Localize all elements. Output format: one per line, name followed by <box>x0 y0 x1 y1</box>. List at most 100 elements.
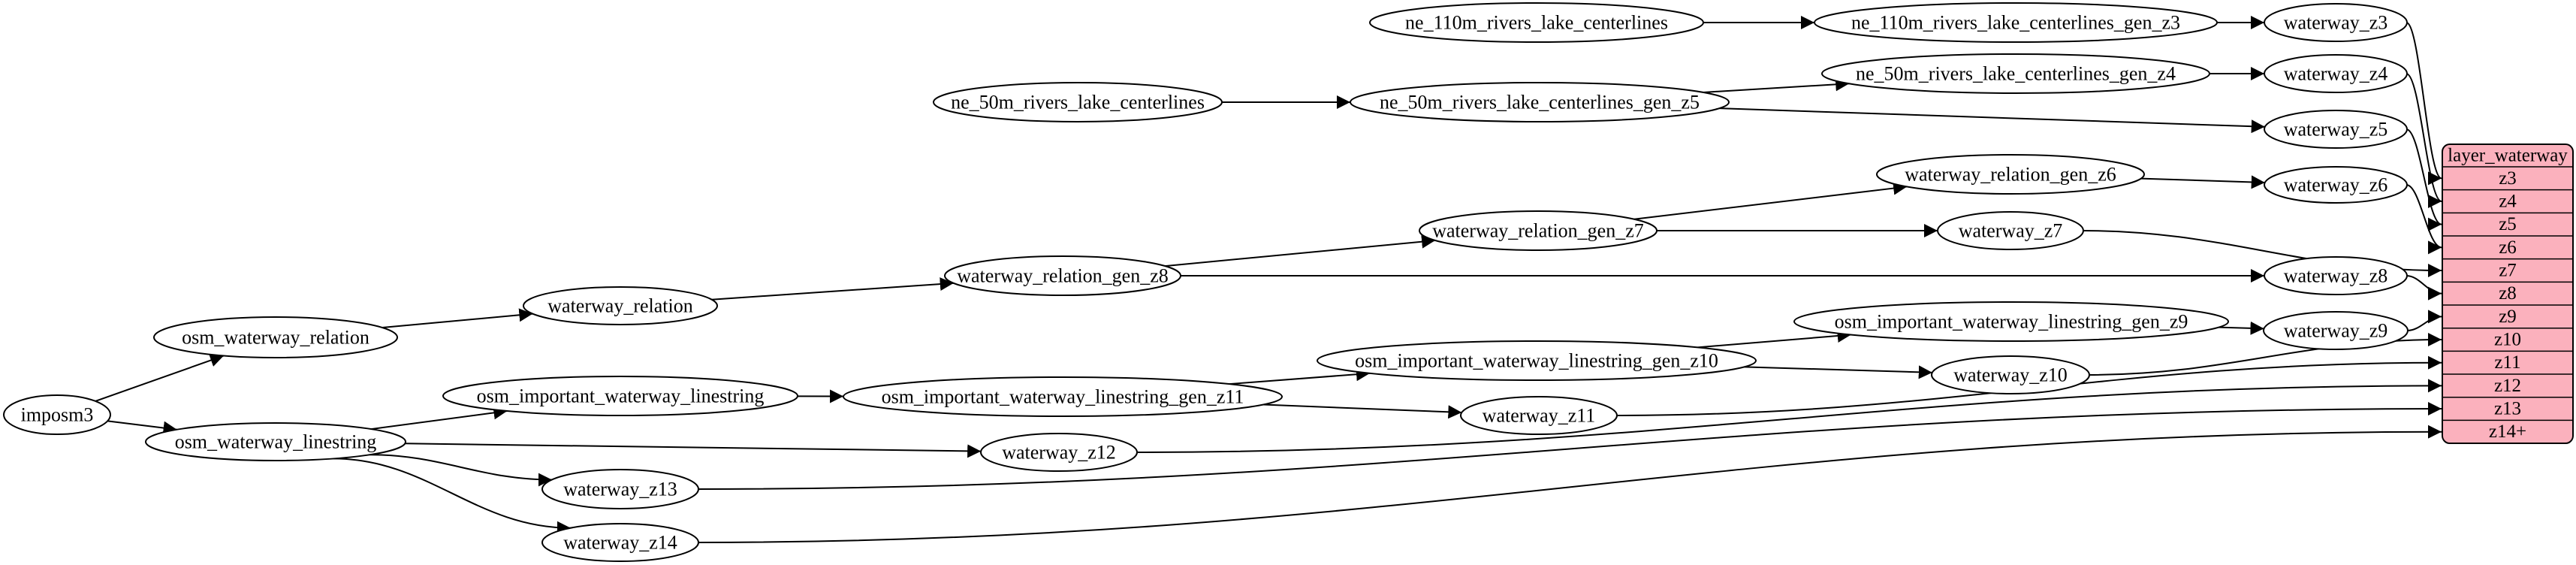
node-ellipse-waterway_z11 <box>1460 396 1618 435</box>
node-ellipse-waterway_z12 <box>980 433 1138 472</box>
edge-waterway_z8-to-z8 <box>2406 275 2442 301</box>
edge-waterway_z6-to-z6 <box>2406 184 2442 255</box>
node-label-osm_important_waterway_linestring: osm_important_waterway_linestring <box>477 385 765 407</box>
node-ellipse-osm_waterway_linestring <box>145 422 406 461</box>
node-waterway_z4: waterway_z4 <box>2264 54 2408 93</box>
table-row-z13: z13 <box>2494 399 2521 419</box>
node-ellipse-osm_important_waterway_linestring_gen_z11 <box>843 376 1283 417</box>
node-label-osm_important_waterway_linestring_gen_z9: osm_important_waterway_linestring_gen_z9 <box>1835 311 2188 333</box>
edge-osm_important_waterway_linestring_gen_z10-to-osm_important_waterway_linestring_gen_z9 <box>1697 329 1851 349</box>
node-ellipse-waterway_relation_gen_z6 <box>1876 154 2145 195</box>
node-waterway_relation_gen_z7: waterway_relation_gen_z7 <box>1419 210 1658 251</box>
edge-osm_important_waterway_linestring_gen_z11-to-waterway_z11 <box>1262 403 1462 419</box>
node-ellipse-waterway_z8 <box>2264 256 2408 295</box>
edge-waterway_z3-to-z3 <box>2406 22 2442 186</box>
node-label-waterway_z5: waterway_z5 <box>2284 119 2388 140</box>
node-ellipse-waterway_z3 <box>2264 3 2408 42</box>
edge-waterway_z10-to-z10 <box>2088 333 2442 376</box>
node-label-waterway_z10: waterway_z10 <box>1953 364 2068 386</box>
table-row-z5: z5 <box>2499 214 2517 234</box>
edge-osm_waterway_linestring-to-waterway_z14 <box>333 458 571 535</box>
edges-layer <box>95 16 2442 543</box>
node-ellipse-ne_50m_rivers_lake_centerlines <box>933 82 1223 122</box>
node-label-waterway_relation_gen_z8: waterway_relation_gen_z8 <box>957 265 1169 287</box>
node-ellipse-waterway_relation <box>523 286 718 325</box>
node-ellipse-waterway_relation_gen_z8 <box>944 255 1181 296</box>
table-row-z3: z3 <box>2499 168 2517 189</box>
edge-osm_important_waterway_linestring_gen_z10-to-waterway_z10 <box>1744 365 1932 379</box>
node-osm_important_waterway_linestring: osm_important_waterway_linestring <box>442 376 798 416</box>
node-label-ne_110m_rivers_lake_centerlines: ne_110m_rivers_lake_centerlines <box>1405 12 1668 34</box>
edge-imposm3-to-osm_waterway_linestring <box>107 420 177 435</box>
table-row-z6: z6 <box>2499 237 2517 258</box>
table-row-z10: z10 <box>2494 330 2521 350</box>
node-label-waterway_z7: waterway_z7 <box>1959 220 2063 242</box>
node-ellipse-ne_110m_rivers_lake_centerlines_gen_z3 <box>1814 2 2218 43</box>
node-label-waterway_relation_gen_z7: waterway_relation_gen_z7 <box>1432 220 1644 242</box>
node-waterway_relation_gen_z8: waterway_relation_gen_z8 <box>944 255 1181 296</box>
edge-osm_waterway_linestring-to-waterway_z13 <box>370 454 552 487</box>
node-waterway_z13: waterway_z13 <box>541 469 699 509</box>
node-waterway_z11: waterway_z11 <box>1460 396 1618 435</box>
node-waterway_z6: waterway_z6 <box>2264 166 2408 204</box>
edge-osm_waterway_relation-to-waterway_relation <box>382 308 533 329</box>
node-ne_110m_rivers_lake_centerlines_gen_z3: ne_110m_rivers_lake_centerlines_gen_z3 <box>1814 2 2218 43</box>
node-ne_50m_rivers_lake_centerlines: ne_50m_rivers_lake_centerlines <box>933 82 1223 122</box>
node-ellipse-osm_important_waterway_linestring <box>442 376 798 416</box>
node-label-ne_50m_rivers_lake_centerlines_gen_z4: ne_50m_rivers_lake_centerlines_gen_z4 <box>1856 63 2176 85</box>
node-waterway_relation: waterway_relation <box>523 286 718 325</box>
node-label-waterway_z11: waterway_z11 <box>1483 405 1596 427</box>
node-ellipse-ne_50m_rivers_lake_centerlines_gen_z4 <box>1821 53 2210 94</box>
edge-waterway_z5-to-z5 <box>2406 128 2442 231</box>
node-ne_50m_rivers_lake_centerlines_gen_z4: ne_50m_rivers_lake_centerlines_gen_z4 <box>1821 53 2210 94</box>
node-label-waterway_relation: waterway_relation <box>547 295 692 317</box>
node-label-waterway_z4: waterway_z4 <box>2284 63 2388 85</box>
node-ellipse-waterway_z10 <box>1931 355 2090 394</box>
node-ellipse-ne_110m_rivers_lake_centerlines <box>1369 2 1704 43</box>
table-row-z11: z11 <box>2494 352 2520 373</box>
node-waterway_z3: waterway_z3 <box>2264 3 2408 42</box>
node-label-waterway_z3: waterway_z3 <box>2284 12 2388 34</box>
node-ellipse-waterway_z6 <box>2264 166 2408 204</box>
edge-waterway_z13-to-z13 <box>697 402 2442 490</box>
node-label-osm_waterway_linestring: osm_waterway_linestring <box>175 431 377 453</box>
layer-waterway-table: layer_waterwayz3z4z5z6z7z8z9z10z11z12z13… <box>2442 144 2574 445</box>
node-label-waterway_z9: waterway_z9 <box>2284 320 2388 342</box>
edge-waterway_z9-to-z9 <box>2406 310 2442 331</box>
edge-waterway_z12-to-z12 <box>1136 379 2442 453</box>
node-ne_110m_rivers_lake_centerlines: ne_110m_rivers_lake_centerlines <box>1369 2 1704 43</box>
node-ellipse-waterway_z5 <box>2264 110 2408 149</box>
node-ellipse-waterway_z7 <box>1937 211 2084 250</box>
node-ellipse-osm_important_waterway_linestring_gen_z10 <box>1317 340 1757 381</box>
node-waterway_relation_gen_z6: waterway_relation_gen_z6 <box>1876 154 2145 195</box>
node-waterway_z8: waterway_z8 <box>2264 256 2408 295</box>
node-ne_50m_rivers_lake_centerlines_gen_z5: ne_50m_rivers_lake_centerlines_gen_z5 <box>1350 82 1730 122</box>
node-ellipse-osm_waterway_relation <box>153 316 398 358</box>
edge-ne_50m_rivers_lake_centerlines_gen_z5-to-ne_50m_rivers_lake_centerlines_gen_z4 <box>1703 77 1850 93</box>
node-waterway_z7: waterway_z7 <box>1937 211 2084 250</box>
edge-waterway_z14-to-z14+ <box>697 425 2442 543</box>
node-waterway_z12: waterway_z12 <box>980 433 1138 472</box>
table-row-z7: z7 <box>2499 261 2517 281</box>
node-imposm3: imposm3 <box>3 394 111 435</box>
node-label-osm_important_waterway_linestring_gen_z10: osm_important_waterway_linestring_gen_z1… <box>1355 350 1718 372</box>
node-label-waterway_relation_gen_z6: waterway_relation_gen_z6 <box>1905 164 2116 186</box>
node-label-ne_50m_rivers_lake_centerlines_gen_z5: ne_50m_rivers_lake_centerlines_gen_z5 <box>1380 92 1700 113</box>
node-osm_important_waterway_linestring_gen_z9: osm_important_waterway_linestring_gen_z9 <box>1793 301 2229 342</box>
node-label-osm_waterway_relation: osm_waterway_relation <box>182 327 370 349</box>
node-ellipse-ne_50m_rivers_lake_centerlines_gen_z5 <box>1350 82 1730 122</box>
nodes-layer: imposm3 osm_waterway_relation osm_waterway… <box>3 2 2409 562</box>
table-row-z9: z9 <box>2499 307 2517 327</box>
node-ellipse-waterway_z9 <box>2263 311 2409 350</box>
node-waterway_z14: waterway_z14 <box>541 523 699 562</box>
node-osm_important_waterway_linestring_gen_z10: osm_important_waterway_linestring_gen_z1… <box>1317 340 1757 381</box>
node-ellipse-waterway_relation_gen_z7 <box>1419 210 1658 251</box>
edge-osm_important_waterway_linestring_gen_z11-to-osm_important_waterway_linestring_gen_z10 <box>1229 367 1371 385</box>
table-row-z12: z12 <box>2494 376 2521 396</box>
edge-osm_important_waterway_linestring_gen_z9-to-waterway_z9 <box>2219 321 2264 335</box>
edge-waterway_relation-to-waterway_relation_gen_z8 <box>711 277 954 301</box>
node-ellipse-osm_important_waterway_linestring_gen_z9 <box>1793 301 2229 342</box>
edge-osm_waterway_linestring-to-waterway_z12 <box>405 443 982 458</box>
table-row-z14+: z14+ <box>2489 421 2526 442</box>
layer-waterway-table-body <box>2442 144 2574 445</box>
